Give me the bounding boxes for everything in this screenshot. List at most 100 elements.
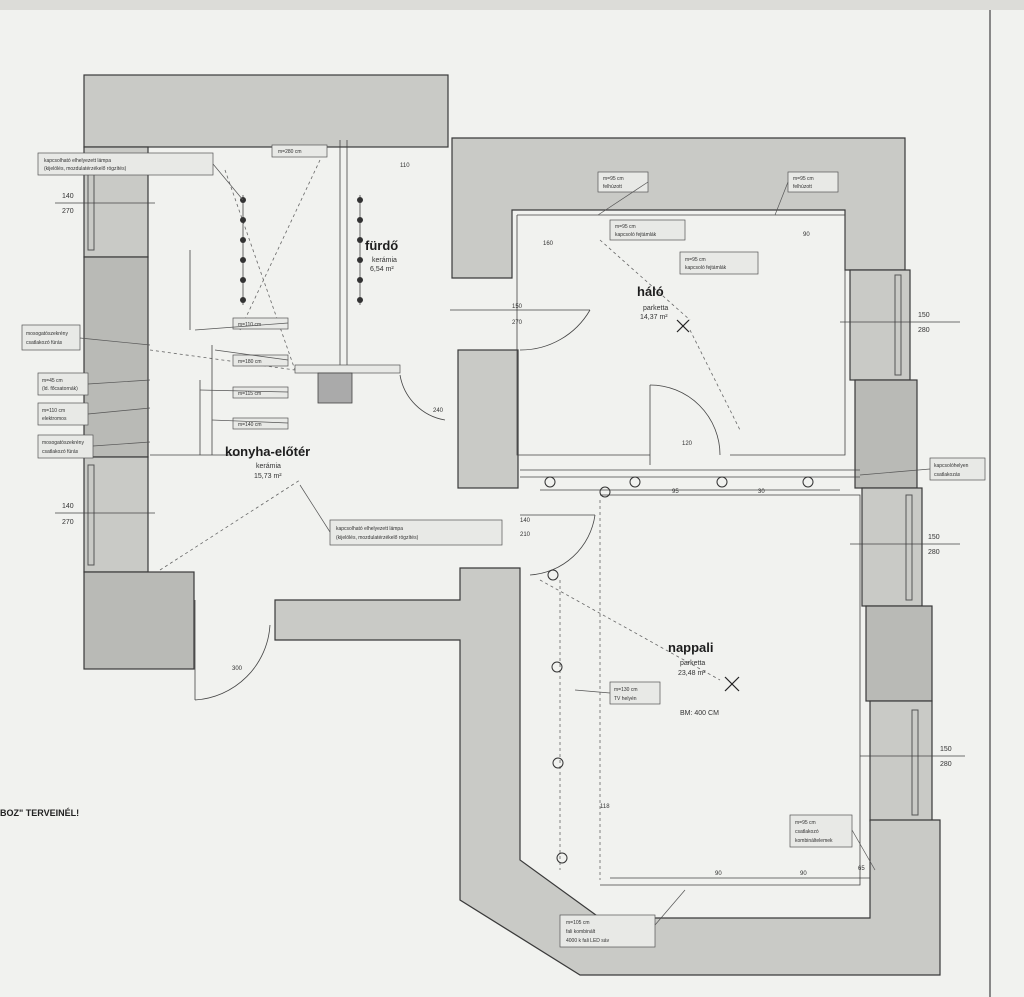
svg-text:kapcsolható elhelyezett lámpa: kapcsolható elhelyezett lámpa	[44, 158, 111, 164]
note-m140: m=140 cm	[232, 417, 289, 430]
room-furdo: fürdő kerámia 6,54 m²	[365, 238, 398, 273]
room-nappali-floor: parketta	[680, 660, 705, 667]
svg-text:csatlakozó: csatlakozó	[795, 829, 819, 835]
note-led: m=105 cm fali kombinált 4000 k fali LED …	[559, 914, 656, 948]
dim-150-door: 150	[512, 304, 523, 310]
svg-text:(kijelölés, mozdulatérzékelő r: (kijelölés, mozdulatérzékelő rögzítés)	[44, 166, 127, 172]
wall-left-2	[83, 256, 149, 458]
dim-65: 65	[858, 866, 865, 872]
dim-118: 118	[600, 804, 610, 810]
svg-text:felhúzott: felhúzott	[603, 184, 623, 190]
svg-text:csatlakozó fúrás: csatlakozó fúrás	[26, 340, 63, 346]
svg-text:kapcsoló fejtámlák: kapcsoló fejtámlák	[615, 232, 657, 238]
sheet-top-edge	[0, 0, 1024, 10]
svg-text:m=95 cm: m=95 cm	[795, 820, 816, 826]
dim-270-door: 270	[512, 320, 523, 326]
side-left1-top: 140	[62, 193, 74, 200]
side-right1-top: 150	[918, 312, 930, 319]
svg-text:elektromos: elektromos	[42, 416, 67, 422]
note-kapcsolo-1: m=95 cm kapcsoló fejtámlák	[609, 219, 686, 241]
dim-90-halo: 90	[803, 232, 810, 238]
svg-text:m=280 cm: m=280 cm	[278, 149, 301, 155]
svg-text:mosogatószekrény: mosogatószekrény	[26, 331, 68, 337]
side-left2-top: 140	[62, 503, 74, 510]
light-cross-halo	[676, 319, 690, 333]
dim-120: 120	[682, 441, 693, 447]
side-left2-bot: 270	[62, 519, 74, 526]
wall-middle	[457, 349, 519, 489]
wall-bottom	[274, 567, 941, 976]
lamp-beads	[240, 197, 363, 303]
side-right3-bot: 280	[940, 761, 952, 768]
room-nappali-extra: BM: 400 CM	[680, 710, 719, 717]
dim-210-door: 210	[520, 532, 531, 538]
svg-text:m=95 cm: m=95 cm	[603, 176, 624, 182]
note-boxes: kapcsolható elhelyezett lámpa (kijelölés…	[21, 144, 986, 948]
svg-text:mosogatószekrény: mosogatószekrény	[42, 440, 84, 446]
room-konyha: konyha-előtér kerámia 15,73 m²	[225, 444, 310, 480]
room-konyha-name: konyha-előtér	[225, 444, 310, 459]
dim-90-n1: 90	[715, 871, 722, 877]
windows	[87, 169, 919, 816]
side-right1-bot: 280	[918, 327, 930, 334]
light-cross-nappali	[724, 676, 740, 692]
room-furdo-area: 6,54 m²	[370, 266, 394, 273]
window-left-2	[87, 464, 95, 566]
wall-right-5	[869, 700, 933, 822]
note-m180: m=180 cm	[232, 354, 289, 367]
dim-160-halo: 160	[543, 241, 554, 247]
svg-text:m=180 cm: m=180 cm	[238, 359, 261, 365]
sockets	[544, 476, 814, 864]
caption: BOZ" TERVEINÉL!	[0, 808, 79, 818]
svg-text:m=110 cm: m=110 cm	[42, 408, 65, 414]
note-vez-1: mosogatószekrény csatlakozó fúrás	[21, 324, 81, 351]
dim-90-n2: 90	[800, 871, 807, 877]
svg-text:csatlakozás: csatlakozás	[934, 472, 961, 478]
room-nappali: nappali parketta 23,48 m² BM: 400 CM	[668, 640, 719, 717]
note-tv: m=130 cm TV helyén	[609, 681, 661, 705]
note-halo-left: m=95 cm felhúzott	[597, 171, 649, 193]
wall-right-4	[865, 605, 933, 702]
dim-240: 240	[433, 408, 444, 414]
svg-text:(kijelölés, mozdulatérzékelő r: (kijelölés, mozdulatérzékelő rögzítés)	[336, 535, 419, 541]
dim-300: 300	[232, 666, 243, 672]
svg-text:m=45 cm: m=45 cm	[42, 378, 63, 384]
wall-right-3	[861, 487, 923, 607]
leader-lines	[79, 163, 931, 926]
room-furdo-name: fürdő	[365, 238, 398, 253]
note-lamp-center: kapcsolható elhelyezett lámpa (kijelölés…	[329, 519, 503, 546]
svg-text:kapcsolóhelyen: kapcsolóhelyen	[934, 463, 969, 469]
svg-text:kombináltelemek: kombináltelemek	[795, 838, 833, 844]
svg-text:m=105 cm: m=105 cm	[566, 920, 589, 926]
note-kapcsolo-2: m=95 cm kapcsoló fejtámlák	[679, 251, 759, 275]
dim-30-a: 30	[758, 489, 765, 495]
dimensions: 110 160 150 270 90 95 30 140 210 118 90 …	[232, 163, 865, 877]
wall-right-1	[849, 269, 911, 381]
svg-text:m=140 cm: m=140 cm	[238, 422, 261, 428]
note-m45: m=45 cm (ld. főcsatornák)	[37, 372, 89, 396]
room-nappali-name: nappali	[668, 640, 714, 655]
room-konyha-area: 15,73 m²	[254, 473, 282, 480]
svg-text:m=115 cm: m=115 cm	[238, 391, 261, 397]
room-halo: háló parketta 14,37 m²	[637, 284, 668, 321]
wall-top-right	[451, 137, 906, 279]
note-vez-2: mosogatószekrény csatlakozó fúrás	[37, 434, 94, 459]
note-halo-right: m=95 cm felhúzott	[787, 171, 839, 193]
svg-text:m=95 cm: m=95 cm	[793, 176, 814, 182]
note-m115: m=115 cm	[232, 386, 289, 399]
wall-top-left	[83, 74, 449, 148]
svg-text:(ld. főcsatornák): (ld. főcsatornák)	[42, 386, 78, 392]
dim-95-a: 95	[672, 489, 679, 495]
note-lamp-top-left: kapcsolható elhelyezett lámpa (kijelölés…	[37, 152, 214, 176]
svg-text:fali kombinált: fali kombinált	[566, 929, 596, 935]
note-m110-b: m=110 cm elektromos	[37, 402, 89, 426]
svg-text:m=110 cm: m=110 cm	[238, 322, 261, 328]
svg-text:m=95 cm: m=95 cm	[685, 257, 706, 263]
svg-text:TV helyén: TV helyén	[614, 696, 637, 702]
note-m280: m=280 cm	[271, 144, 328, 158]
svg-text:felhúzott: felhúzott	[793, 184, 813, 190]
wall-right-2	[854, 379, 918, 489]
side-right3-top: 150	[940, 746, 952, 753]
room-konyha-floor: kerámia	[256, 463, 281, 470]
